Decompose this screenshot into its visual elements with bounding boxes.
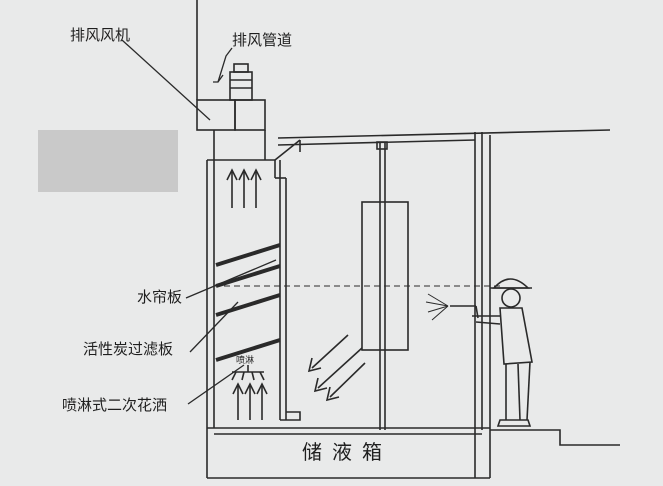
label-spray-shower: 喷淋式二次花洒 <box>62 396 168 414</box>
redaction-block <box>38 130 178 192</box>
booth-frame <box>274 129 611 478</box>
airflow-arrows-up-bottom <box>232 382 268 420</box>
booth-tower <box>206 130 287 478</box>
leader-lines <box>121 39 277 405</box>
label-nozzle-small: 喷淋 <box>236 356 255 366</box>
airflow-arrows-up-top <box>226 168 262 208</box>
spray-mist <box>425 293 449 321</box>
label-carbon-filter: 活性炭过滤板 <box>83 340 174 358</box>
exhaust-fan-unit <box>196 63 266 131</box>
floor-step <box>490 429 620 446</box>
spray-nozzle <box>231 365 265 381</box>
drain-pipe <box>280 411 301 421</box>
operator-figure <box>450 278 533 427</box>
carbon-filter-boards <box>215 243 281 362</box>
label-water-curtain: 水帘板 <box>137 288 183 306</box>
label-exhaust-fan: 排风风机 <box>70 26 131 44</box>
liquid-tank <box>207 427 490 479</box>
airflow-arrows-diagonal <box>307 334 366 402</box>
label-tank: 储液箱 <box>302 440 392 464</box>
label-exhaust-duct: 排风管道 <box>232 31 293 49</box>
